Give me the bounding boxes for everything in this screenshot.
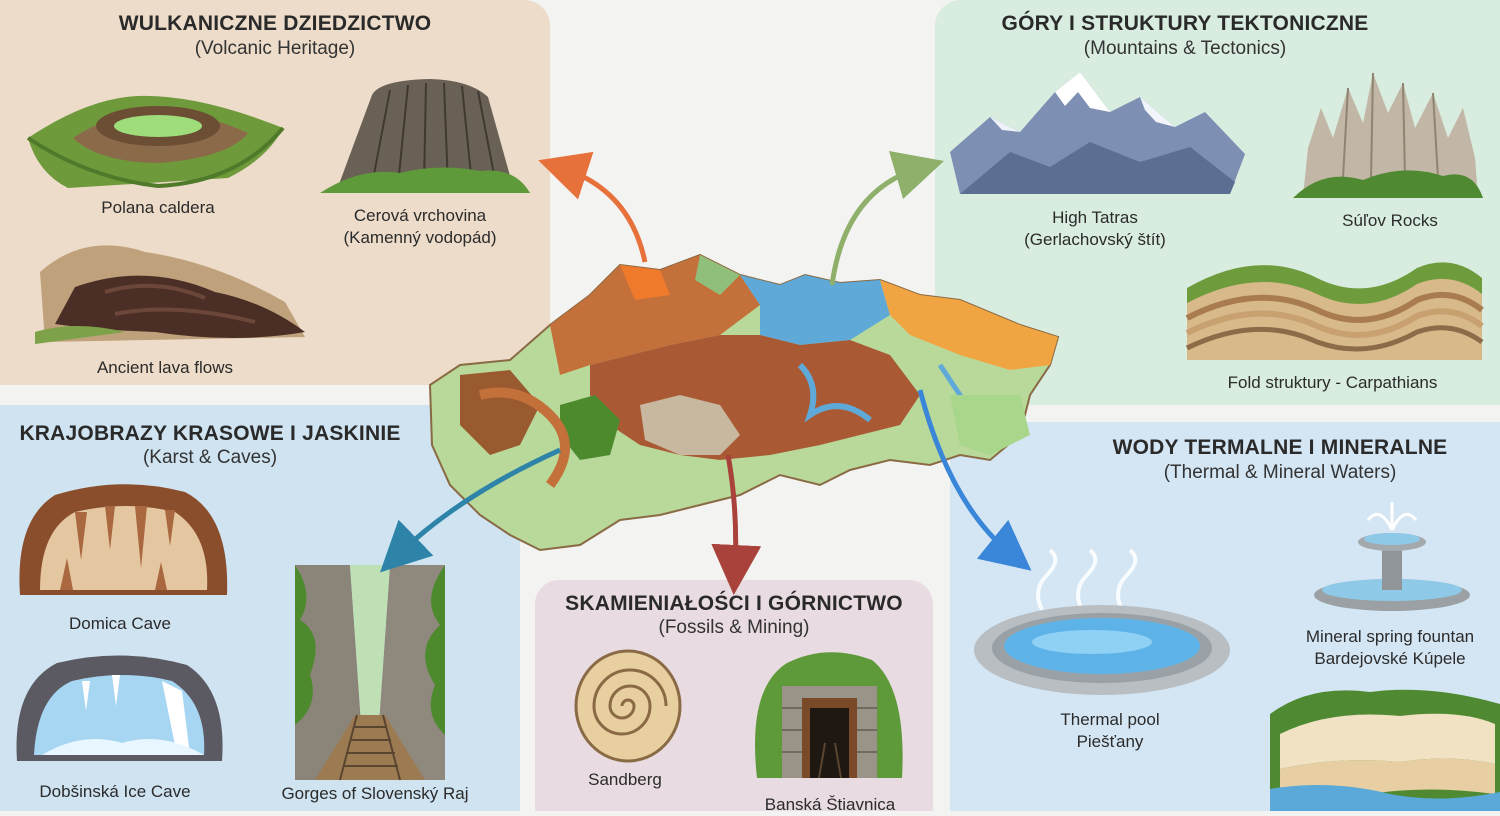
sandberg-label: Sandberg	[588, 770, 662, 789]
cerova-label: Cerová vrchovina (Kamenný vodopád)	[330, 205, 510, 249]
banska-stiavnica-label: Banská Štiavnica	[764, 795, 896, 814]
geological-map-slovakia	[428, 253, 1060, 552]
arrow-to-karst	[380, 447, 562, 573]
volcanic-title: WULKANICZNE DZIEDZICTWO	[118, 12, 432, 35]
high-tatras-label: High Tatras (Gerlachovský štít)	[995, 207, 1195, 251]
arrow-to-mountains	[829, 151, 944, 286]
fold-structures-illustration	[1185, 262, 1484, 360]
ice-cave-illustration	[16, 655, 223, 761]
mine-entrance-illustration	[755, 652, 903, 779]
mineral-fountain-illustration	[1314, 502, 1470, 611]
travertine-terraces-illustration	[1270, 689, 1500, 811]
caldera-illustration	[26, 95, 285, 189]
high-tatras-label-line1: High Tatras	[1052, 208, 1138, 227]
fold-structures-label: Fold struktury - Carpathians	[1227, 373, 1438, 392]
cerova-label-line1: Cerová vrchovina	[353, 206, 487, 225]
thermal-pool-label-line1: Thermal pool	[1060, 710, 1160, 729]
fountain-label-line1: Mineral spring fountan	[1305, 627, 1475, 646]
mountains-title: GÓRY I STRUKTURY TEKTONICZNE	[1001, 12, 1369, 35]
arrow-to-volcanic	[538, 151, 648, 263]
arrow-to-thermal	[917, 389, 1032, 571]
sulov-rocks-illustration	[1293, 72, 1483, 198]
arrow-to-fossils	[711, 454, 762, 595]
karst-caves-panel: KRAJOBRAZY KRASOWE I JASKINIE (Karst & C…	[0, 405, 520, 811]
fountain-label: Mineral spring fountan Bardejovské Kúpel…	[1285, 626, 1495, 670]
domica-cave-label: Domica Cave	[68, 614, 172, 633]
ice-cave-label: Dobšinská Ice Cave	[39, 782, 191, 801]
karst-title: KRAJOBRAZY KRASOWE I JASKINIE	[19, 422, 401, 445]
lava-flows-label: Ancient lava flows	[96, 358, 234, 377]
slovensky-raj-gorge-illustration	[295, 565, 445, 781]
fossils-mining-panel: SKAMIENIAŁOŚCI I GÓRNICTWO (Fossils & Mi…	[535, 580, 933, 814]
domica-cave-illustration	[19, 484, 228, 595]
thermal-subtitle: (Thermal & Mineral Waters)	[1163, 462, 1397, 483]
ammonite-illustration	[574, 649, 682, 763]
thermal-mineral-waters-panel: WODY TERMALNE I MINERALNE (Thermal & Min…	[950, 422, 1500, 811]
volcanic-heritage-panel: WULKANICZNE DZIEDZICTWO (Volcanic Herita…	[0, 0, 550, 385]
karst-subtitle: (Karst & Caves)	[142, 447, 278, 468]
slovensky-raj-label: Gorges of Slovenský Raj	[281, 784, 469, 803]
fossils-subtitle: (Fossils & Mining)	[658, 617, 810, 638]
caldera-label: Polana caldera	[101, 198, 215, 217]
thermal-pool-label-line2: Piešťany	[1076, 732, 1144, 751]
high-tatras-illustration	[950, 72, 1245, 194]
basalt-columns-illustration	[320, 79, 530, 193]
mountains-subtitle: (Mountains & Tectonics)	[1083, 38, 1287, 59]
thermal-pool-illustration	[974, 548, 1230, 695]
lava-flows-illustration	[35, 245, 305, 344]
high-tatras-label-line2: (Gerlachovský štít)	[1024, 230, 1166, 249]
cerova-label-line2: (Kamenný vodopád)	[343, 228, 497, 247]
volcanic-subtitle: (Volcanic Heritage)	[194, 38, 356, 59]
fossils-title: SKAMIENIAŁOŚCI I GÓRNICTWO	[565, 592, 903, 615]
sulov-rocks-label: Súľov Rocks	[1342, 211, 1438, 230]
thermal-pool-label: Thermal pool Piešťany	[1010, 709, 1210, 753]
fountain-label-line2: Bardejovské Kúpele	[1314, 649, 1466, 668]
thermal-title: WODY TERMALNE I MINERALNE	[1112, 436, 1448, 459]
